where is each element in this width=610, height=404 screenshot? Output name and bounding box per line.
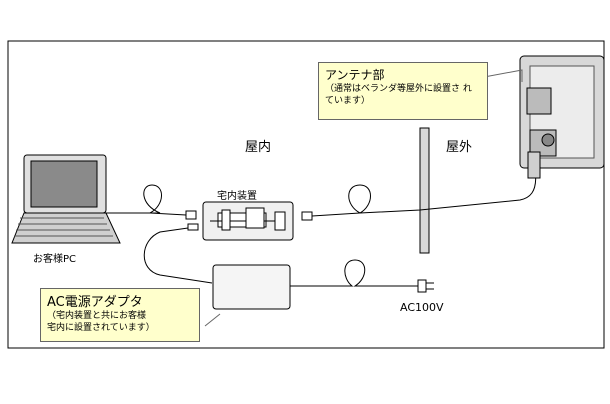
laptop-icon	[11, 154, 121, 244]
diagram-border	[7, 40, 605, 349]
wall-divider	[419, 127, 430, 254]
outdoor-label: 屋外	[446, 140, 473, 155]
adapter-callout-pointer	[204, 313, 221, 327]
dc-plug	[187, 223, 199, 231]
pc-cable	[106, 184, 187, 216]
indoor-label: 屋内	[245, 140, 272, 155]
adapter-callout: AC電源アダプタ （宅内装置と共にお客様 宅内に設置されています）	[40, 288, 200, 342]
indoor-unit-icon	[202, 201, 294, 241]
power-cable-wall	[290, 259, 418, 287]
antenna-callout: アンテナ部 （通常はベランダ等屋外に設置さ れ ています）	[318, 62, 488, 120]
adapter-callout-line2: 宅内に設置されています）	[47, 323, 155, 333]
indoor-unit-label: 宅内装置	[217, 191, 257, 202]
antenna-callout-title: アンテナ部	[325, 68, 385, 82]
adapter-callout-line1: （宅内装置と共にお客様	[47, 311, 147, 321]
customer-pc-label: お客様PC	[33, 254, 77, 265]
antenna-callout-line1: （通常はベランダ等屋外に設置さ れ	[325, 84, 472, 94]
antenna-icon	[519, 55, 605, 179]
ac-adapter-icon	[212, 264, 291, 310]
power-cable-unit	[143, 226, 213, 284]
ac-voltage-label: AC100V	[400, 301, 444, 314]
rj45-connector-left	[185, 210, 197, 220]
antenna-callout-line2: ています）	[325, 96, 371, 106]
rj45-connector-right	[301, 211, 313, 221]
adapter-callout-title: AC電源アダプタ	[47, 295, 143, 310]
power-plug-icon	[417, 279, 434, 293]
